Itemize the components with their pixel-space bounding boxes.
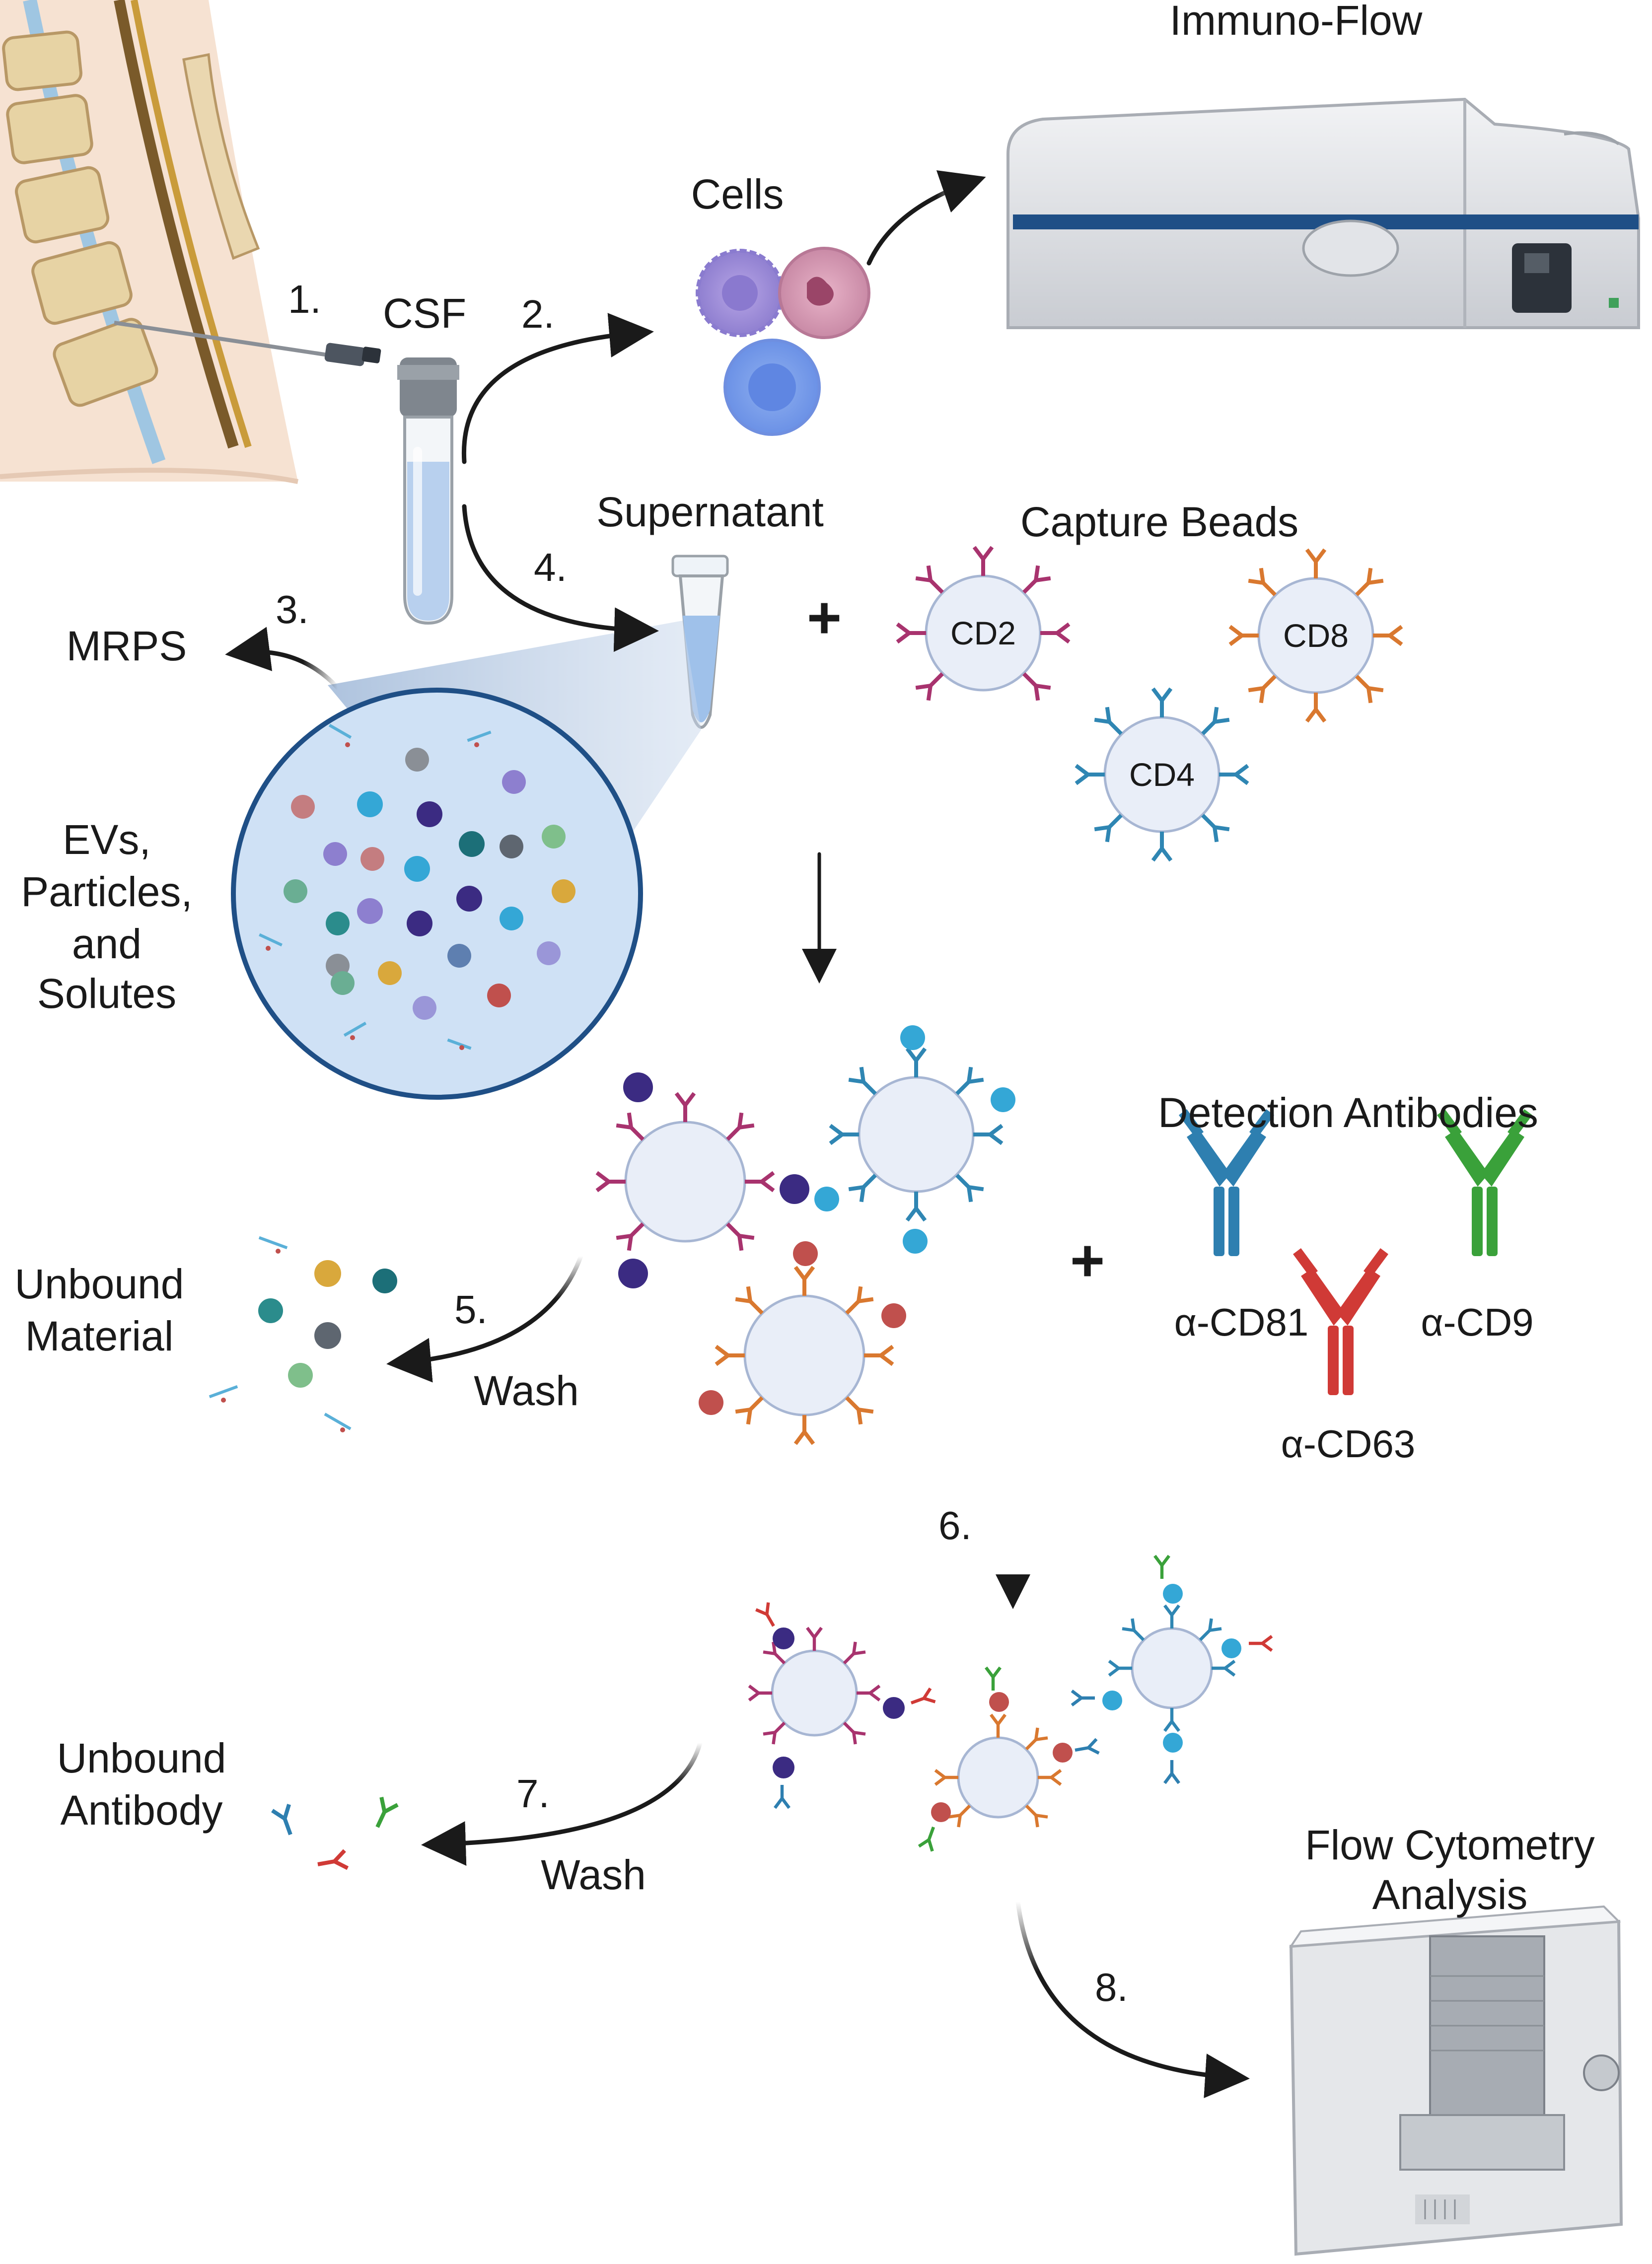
label-bead-cd2: CD2 xyxy=(950,615,1016,651)
flow-cytometer-icon xyxy=(1289,1905,1623,2256)
label-bead-cd4: CD4 xyxy=(1129,756,1195,793)
ev-magnifier-icon xyxy=(231,688,643,1100)
arrow-step3 xyxy=(225,627,340,690)
label-ab-cd9: α-CD9 xyxy=(1421,1300,1533,1344)
label-flow-cytometry-line1: Flow Cytometry xyxy=(1305,1822,1594,1868)
imaging-flow-cytometer-icon xyxy=(1006,97,1640,329)
label-ab-cd81: α-CD81 xyxy=(1174,1300,1309,1344)
label-evs-line3: and xyxy=(72,920,142,967)
labeled-ev-beads xyxy=(749,1556,1272,1851)
label-step2: 2. xyxy=(521,292,555,336)
arrow-step2 xyxy=(461,313,654,464)
unbound-antibody-icon xyxy=(272,1797,398,1873)
arrow-step4 xyxy=(462,504,659,652)
labels: Immuno-Flow Cells 1. CSF 2. Supernatant … xyxy=(15,0,1595,2009)
label-step7: 7. xyxy=(516,1771,550,1816)
arrow-to-immuno-flow xyxy=(866,170,986,266)
label-bead-cd8: CD8 xyxy=(1283,617,1349,654)
label-step3: 3. xyxy=(276,587,309,632)
label-capture-beads: Capture Beads xyxy=(1020,498,1298,545)
plus-sign-2: + xyxy=(1070,1227,1105,1294)
label-flow-cytometry-line2: Analysis xyxy=(1372,1871,1528,1918)
label-step6: 6. xyxy=(938,1503,972,1548)
label-wash-2: Wash xyxy=(541,1851,646,1898)
csf-tube-icon xyxy=(397,357,459,625)
label-immuno-flow: Immuno-Flow xyxy=(1170,0,1423,44)
capture-bead-cd4 xyxy=(1076,689,1248,860)
capture-bead-cd2 xyxy=(897,547,1069,701)
label-ab-cd63: α-CD63 xyxy=(1281,1422,1416,1466)
label-supernatant: Supernatant xyxy=(596,489,824,535)
capture-bead-cd8 xyxy=(1230,550,1402,721)
label-step4: 4. xyxy=(534,545,567,589)
cells-icon xyxy=(696,247,870,436)
label-step1: 1. xyxy=(288,277,321,321)
label-unbound-material-line2: Material xyxy=(25,1313,174,1359)
needle-icon xyxy=(114,321,381,366)
label-unbound-antibody-line2: Antibody xyxy=(61,1787,223,1834)
label-evs-line4: Solutes xyxy=(37,970,176,1017)
label-unbound-material-line1: Unbound xyxy=(15,1261,184,1307)
label-mrps: MRPS xyxy=(67,623,187,669)
label-detection-antibodies: Detection Antibodies xyxy=(1158,1089,1538,1136)
spine-icon xyxy=(0,0,298,484)
arrow-step7 xyxy=(421,1740,703,1866)
label-evs-line2: Particles, xyxy=(21,868,192,915)
captured-ev-beads xyxy=(597,1025,1015,1444)
label-step5: 5. xyxy=(454,1287,488,1332)
label-cells: Cells xyxy=(691,171,784,217)
arrows xyxy=(225,170,1250,2098)
label-step8: 8. xyxy=(1095,1965,1128,2009)
label-wash-1: Wash xyxy=(474,1367,579,1414)
plus-sign-1: + xyxy=(807,584,842,651)
arrow-step5 xyxy=(386,1254,583,1383)
label-evs-line1: EVs, xyxy=(63,816,150,863)
unbound-material-icon xyxy=(209,1236,397,1432)
label-unbound-antibody-line1: Unbound xyxy=(57,1735,226,1781)
label-csf: CSF xyxy=(383,290,466,337)
arrow-step8 xyxy=(1015,1899,1250,2098)
